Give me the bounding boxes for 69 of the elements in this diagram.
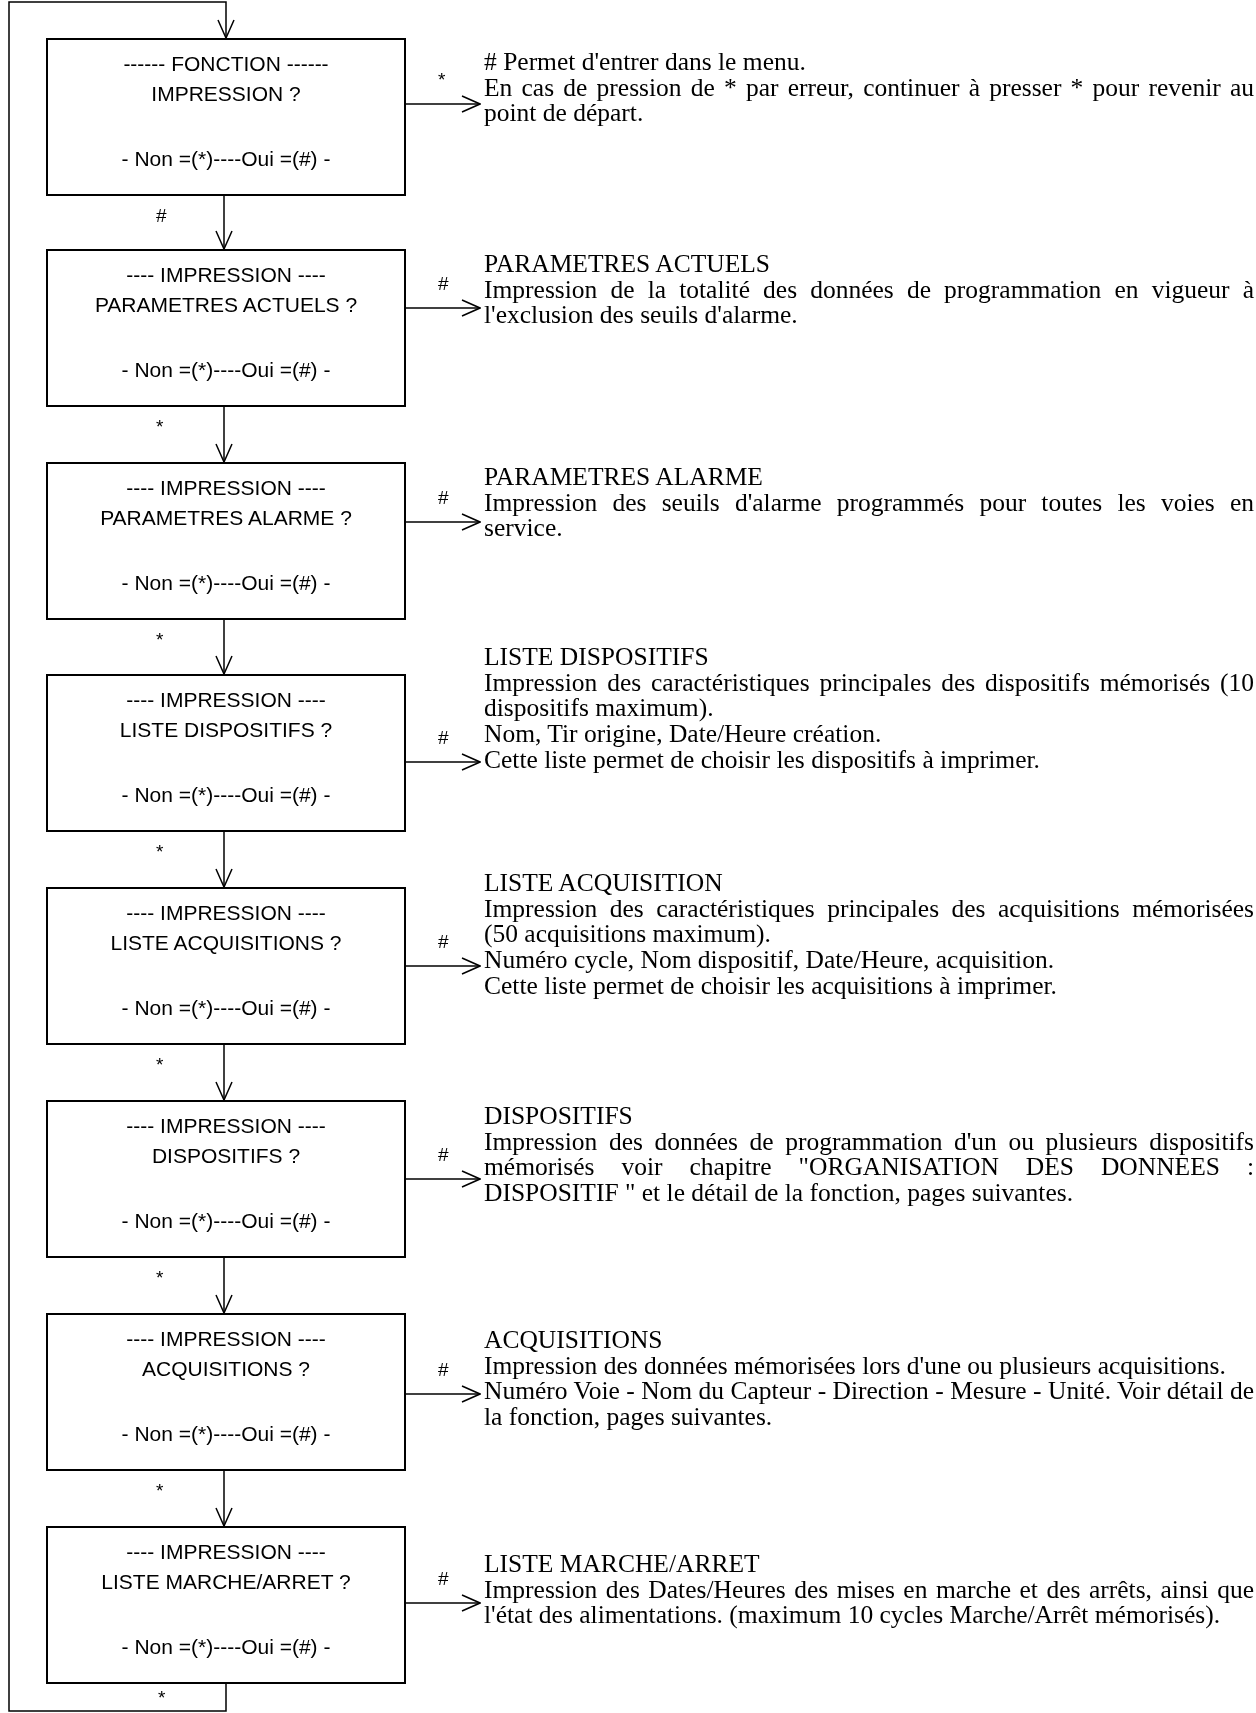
description-text: PARAMETRES ACTUELS [484,251,771,277]
description-text: Impression des données mémorisées lors d'une ou plusieurs acquisitions. [484,1352,1227,1379]
menu-box [46,1313,406,1471]
description-text: Cette liste permet de choisir les dispositifs à imprimer. [484,746,1041,773]
arrow [405,95,481,113]
box-text: ACQUISITIONS ? [141,1357,311,1381]
description-text: Impression des caractéristiques principales des acquisitions mémorisées (50 acquisitions maximum). [484,895,1254,948]
box-text: PARAMETRES ALARME ? [99,506,353,530]
description-text: Numéro Voie - Nom du Capteur - Direction - Mesure - Unité. Voir détail de la fonction, pages suivantes. [484,1378,1254,1430]
description-text: ACQUISITIONS [484,1327,664,1353]
box-text: - Non =(*)----Oui =(#) - [120,1209,332,1233]
arrow [405,299,481,317]
box-text: DISPOSITIFS ? [150,1144,302,1168]
arrow [405,513,481,531]
box-text: - Non =(*)----Oui =(#) - [120,571,332,595]
box-text: - Non =(*)----Oui =(#) - [120,147,332,171]
box-text: ---- IMPRESSION ---- [125,263,327,287]
description-text: LISTE ACQUISITION [484,870,724,896]
arrow [405,1385,481,1403]
arrow [215,406,233,463]
arrow [405,957,481,975]
menu-box [46,38,406,196]
box-text: - Non =(*)----Oui =(#) - [120,358,332,382]
box-text: - Non =(*)----Oui =(#) - [120,1422,332,1446]
arrow [215,1470,233,1527]
description-text: Impression des seuils d'alarme programmés pour toutes les voies en service. [484,489,1254,542]
description-text: LISTE MARCHE/ARRET [484,1551,761,1577]
menu-box [46,249,406,407]
arrow [215,831,233,888]
box-text: IMPRESSION ? [150,82,302,106]
box-text: LISTE MARCHE/ARRET ? [100,1570,352,1594]
box-text: - Non =(*)----Oui =(#) - [120,1635,332,1659]
description-text: Impression de la totalité des données de programmation en vigueur à l'exclusion des seuils d'alarme. [484,276,1254,329]
arrow [8,1,235,1712]
box-text: - Non =(*)----Oui =(#) - [120,996,332,1020]
description-text: En cas de pression de * par erreur, continuer à presser * pour revenir au point de départ. [484,74,1254,127]
description-text: Impression des caractéristiques principales des dispositifs mémorisés (10 dispositifs maximum). [484,669,1254,722]
menu-box [46,1100,406,1258]
description-text: Impression des Dates/Heures des mises en marche et des arrêts, ainsi que l'état des alimentations. (maximum 10 cycles Marche/Arrêt mémorisés). [484,1576,1254,1629]
arrow [405,1170,481,1188]
box-text: ---- IMPRESSION ---- [125,1327,327,1351]
arrow [215,195,233,250]
box-text: - Non =(*)----Oui =(#) - [120,783,332,807]
arrow [405,1594,481,1612]
box-text: ---- IMPRESSION ---- [125,476,327,500]
arrow [405,753,481,771]
menu-box [46,674,406,832]
menu-box [46,1526,406,1684]
box-text: ---- IMPRESSION ---- [125,1114,327,1138]
arrow [215,1257,233,1314]
box-text: ---- IMPRESSION ---- [125,1540,327,1564]
description-text: Numéro cycle, Nom dispositif, Date/Heure, acquisition. [484,947,1056,973]
description-text: DISPOSITIFS [484,1103,634,1129]
description-text: Nom, Tir origine, Date/Heure création. [484,721,883,747]
description-text: Cette liste permet de choisir les acquisitions à imprimer. [484,972,1058,999]
arrow [215,1044,233,1101]
menu-box [46,887,406,1045]
box-text: PARAMETRES ACTUELS ? [93,293,359,317]
arrow [215,619,233,675]
box-text: LISTE DISPOSITIFS ? [118,718,334,742]
menu-box [46,462,406,620]
box-text: ---- IMPRESSION ---- [125,688,327,712]
box-text: ---- IMPRESSION ---- [125,901,327,925]
box-text: LISTE ACQUISITIONS ? [109,931,343,955]
description-text: PARAMETRES ALARME [484,464,764,490]
description-text: LISTE DISPOSITIFS [484,644,710,670]
description-text: # Permet d'entrer dans le menu. [484,49,807,75]
box-text: ------ FONCTION ------ [122,52,330,76]
description-text: Impression des données de programmation d'un ou plusieurs dispositifs mémorisés voir chapitre "ORGANISATION DES DONNEES : DISPOSITIF " et le détail de la fonction, pages suivantes. [484,1128,1254,1206]
